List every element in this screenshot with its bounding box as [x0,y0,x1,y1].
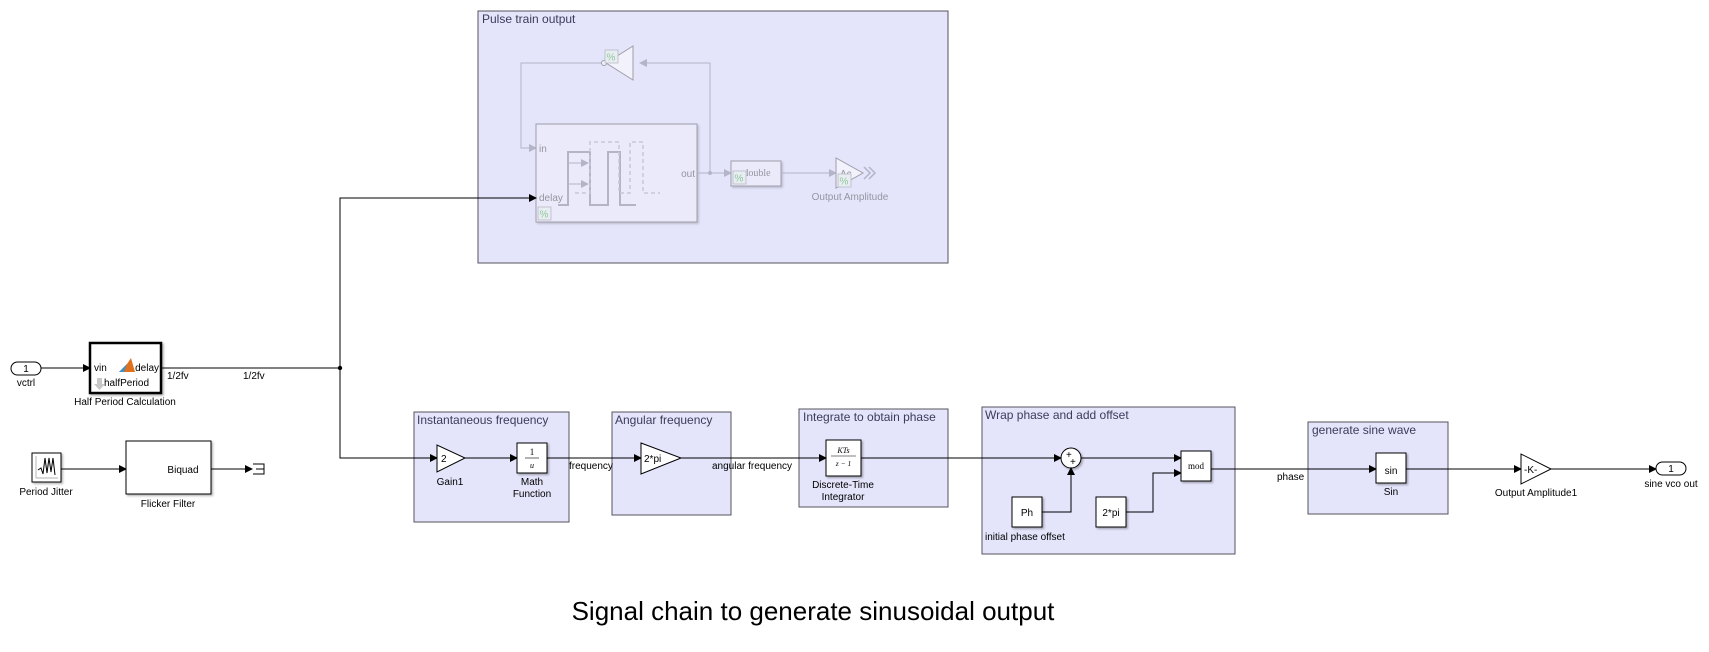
area-angular-frequency[interactable]: Angular frequency [611,411,732,516]
block-label: Half Period Calculation [74,397,176,408]
block-label: initial phase offset [985,532,1065,543]
inport-vctrl[interactable]: 1 vctrl [10,361,42,389]
double-label: double [743,168,771,179]
delayed-pulse-icon [575,141,660,194]
inverter-block[interactable]: % [601,45,634,81]
block-label: Output Amplitude [812,192,889,203]
block-label: Period Jitter [19,487,73,498]
percent-icon: % [840,177,849,188]
biquad-label: Biquad [167,465,198,476]
mod-block[interactable]: mod [1180,450,1212,482]
block-label: vctrl [17,378,35,389]
numerator: KTs [836,446,849,455]
percent-icon: % [607,53,616,64]
noise-wave-icon [37,457,56,476]
gain-value: 2 [441,454,447,465]
delay-port-label: delay [539,193,563,204]
percent-badge [837,173,852,188]
pulse-generator-block[interactable]: in delay out % [535,123,698,223]
discrete-time-integrator-block[interactable]: KTs z − 1 Discrete-Time Integrator [812,439,874,503]
double-convert-block[interactable]: double % [730,160,782,187]
function-name: halfPeriod [104,378,149,389]
math-function-block[interactable]: 1 u Math Function [513,442,551,500]
signal-label: frequency [569,461,613,472]
constant-value: 2*pi [1102,508,1119,519]
initial-phase-offset-block[interactable]: Ph initial phase offset [985,496,1065,543]
sum-sign: + [1066,450,1072,461]
feedback-line [520,62,604,152]
area-title: Pulse train output [482,12,576,26]
block-label: sine vco out [1644,479,1698,490]
in-port-label: in [539,144,547,155]
block-label: Discrete-Time [812,480,874,491]
delay-port-label: delay [135,363,159,374]
signal-label: 1/2fv [167,371,189,382]
port-number: 1 [1668,464,1674,475]
half-period-calculation-block[interactable]: vin delay halfPeriod Half Period Calcula… [74,341,176,408]
percent-badge [732,170,747,185]
sum-block[interactable]: + + [1060,447,1082,469]
signal-line[interactable] [339,368,438,462]
pulse-train-subsystem: % in delay out % double % Ac [520,45,889,223]
pulse-wave-icon [558,151,636,206]
signal-label: 1/2fv [243,371,265,382]
flicker-filter-block[interactable]: Biquad Flicker Filter [125,440,212,510]
area-title: Instantaneous frequency [417,413,548,427]
numerator: 1 [530,447,535,457]
terminator-block[interactable] [253,463,265,475]
constant-value: Ph [1021,508,1033,519]
twopi-constant-block[interactable]: 2*pi [1095,496,1127,528]
denominator: z − 1 [835,459,851,468]
signal-line[interactable] [1126,469,1182,513]
diagram-title: Signal chain to generate sinusoidal outp… [572,596,1056,626]
area-title: Wrap phase and add offset [985,408,1129,422]
denominator: u [530,461,534,470]
out-port-label: out [681,169,695,180]
percent-icon: % [735,174,744,185]
angular-gain-block[interactable]: 2*pi [640,442,683,475]
signal-label: angular frequency [712,461,792,472]
sum-sign: + [1070,457,1076,468]
signal-line[interactable] [339,194,537,368]
period-jitter-block[interactable]: Period Jitter [19,452,73,498]
mod-label: mod [1188,461,1205,471]
matlab-icon [119,358,135,372]
block-label: Flicker Filter [141,499,196,510]
block-label: Gain1 [437,477,464,488]
percent-icon: % [540,210,549,221]
area-title: Integrate to obtain phase [803,410,936,424]
port-number: 1 [23,364,29,375]
output-amplitude-block[interactable]: Ac % Output Amplitude [812,157,889,203]
outport-sine-vco-out[interactable]: 1 sine vco out [1644,461,1698,490]
sin-block[interactable]: sin Sin [1375,452,1407,498]
percent-badge [604,49,619,64]
down-arrow-icon [94,378,105,390]
gain-value: -K- [1524,465,1537,476]
feedback-line [639,59,711,173]
signal-line[interactable] [1042,467,1075,513]
area-title: Angular frequency [615,413,712,427]
area-title: generate sine wave [1312,423,1416,437]
block-label: Math [521,477,543,488]
sin-label: sin [1385,466,1398,477]
gain-value: 2*pi [644,454,661,465]
signal-label: phase [1277,472,1305,483]
percent-badge [537,206,552,221]
block-label: Function [513,489,551,500]
block-label: Integrator [822,492,865,503]
vin-port-label: vin [94,363,107,374]
block-label: Output Amplitude1 [1495,488,1578,499]
gain1-block[interactable]: 2 Gain1 [436,444,467,488]
block-label: Sin [1384,487,1398,498]
output-amplitude1-block[interactable]: -K- Output Amplitude1 [1495,453,1578,499]
